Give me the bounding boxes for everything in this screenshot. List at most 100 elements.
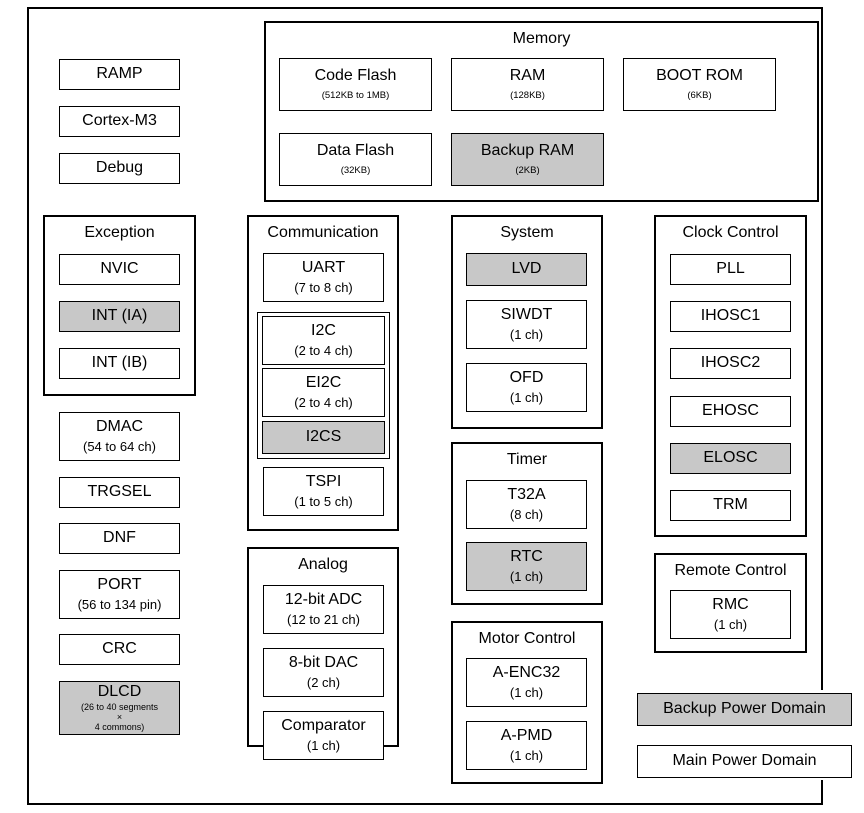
legend-backup-power-domain: Backup Power Domain [637, 693, 852, 726]
data-flash-block: Data Flash (32KB) [279, 133, 432, 186]
adc-detail: (12 to 21 ch) [287, 612, 360, 628]
boot-rom-size: (6KB) [687, 89, 712, 101]
legend-main-label: Main Power Domain [672, 752, 817, 770]
ehosc-name: EHOSC [702, 402, 759, 420]
legend-backup-label: Backup Power Domain [663, 700, 826, 718]
ofd-name: OFD [509, 368, 544, 386]
rtc-block: RTC (1 ch) [466, 542, 587, 591]
elosc-name: ELOSC [703, 449, 758, 467]
ofd-block: OFD (1 ch) [466, 363, 587, 412]
a-enc32-block: A-ENC32 (1 ch) [466, 658, 587, 707]
comparator-detail: (1 ch) [306, 738, 341, 754]
data-flash-size: (32KB) [340, 164, 371, 176]
rmc-name: RMC [712, 595, 749, 613]
ihosc1-name: IHOSC1 [700, 307, 761, 325]
debug-block: Debug [59, 153, 180, 184]
rmc-detail: (1 ch) [713, 617, 748, 633]
boot-rom-name: BOOT ROM [656, 67, 743, 85]
t32a-name: T32A [507, 485, 546, 503]
a-pmd-detail: (1 ch) [509, 748, 544, 764]
i2c-detail: (2 to 4 ch) [294, 343, 353, 359]
t32a-block: T32A (8 ch) [466, 480, 587, 529]
ihosc2-block: IHOSC2 [670, 348, 791, 379]
port-block: PORT (56 to 134 pin) [59, 570, 180, 619]
ramp-block: RAMP [59, 59, 180, 90]
a-pmd-name: A-PMD [500, 726, 553, 744]
dlcd-detail-1: (26 to 40 segments [80, 702, 159, 713]
rmc-block: RMC (1 ch) [670, 590, 791, 639]
dac-detail: (2 ch) [306, 675, 341, 691]
trgsel-name: TRGSEL [87, 483, 152, 501]
backup-ram-name: Backup RAM [480, 142, 575, 160]
dac-block: 8-bit DAC (2 ch) [263, 648, 384, 697]
int-ib-name: INT (IB) [91, 354, 148, 372]
t32a-detail: (8 ch) [509, 507, 544, 523]
trgsel-block: TRGSEL [59, 477, 180, 508]
code-flash-block: Code Flash (512KB to 1MB) [279, 58, 432, 111]
nvic-name: NVIC [100, 260, 139, 278]
ram-size: (128KB) [510, 89, 545, 101]
tspi-detail: (1 to 5 ch) [294, 494, 353, 510]
code-flash-size: (512KB to 1MB) [321, 89, 390, 101]
data-flash-name: Data Flash [316, 142, 395, 160]
nvic-block: NVIC [59, 254, 180, 285]
ram-block: RAM (128KB) [451, 58, 604, 111]
pll-name: PLL [716, 260, 745, 278]
rtc-detail: (1 ch) [509, 569, 544, 585]
clock-control-title: Clock Control [682, 224, 779, 241]
remote-control-title: Remote Control [674, 562, 787, 579]
uart-block: UART (7 to 8 ch) [263, 253, 384, 302]
i2c-name: I2C [311, 321, 336, 339]
comparator-block: Comparator (1 ch) [263, 711, 384, 760]
dmac-detail: (54 to 64 ch) [83, 439, 156, 455]
ram-name: RAM [509, 67, 546, 85]
communication-title: Communication [267, 224, 379, 241]
memory-title: Memory [512, 30, 571, 47]
dac-name: 8-bit DAC [288, 653, 359, 671]
int-ia-name: INT (IA) [91, 307, 148, 325]
ihosc2-name: IHOSC2 [700, 354, 761, 372]
ihosc1-block: IHOSC1 [670, 301, 791, 332]
dmac-block: DMAC (54 to 64 ch) [59, 412, 180, 461]
uart-detail: (7 to 8 ch) [294, 280, 353, 296]
ei2c-detail: (2 to 4 ch) [294, 395, 353, 411]
a-enc32-name: A-ENC32 [492, 663, 561, 681]
backup-ram-block: Backup RAM (2KB) [451, 133, 604, 186]
port-detail: (56 to 134 pin) [77, 597, 162, 613]
siwdt-detail: (1 ch) [509, 327, 544, 343]
comparator-name: Comparator [281, 716, 366, 734]
legend-main-power-domain: Main Power Domain [637, 745, 852, 778]
ehosc-block: EHOSC [670, 396, 791, 427]
system-title: System [500, 224, 554, 241]
i2c-block: I2C (2 to 4 ch) [262, 316, 385, 365]
dlcd-block: DLCD (26 to 40 segments × 4 commons) [59, 681, 180, 735]
cortex-m3-name: Cortex-M3 [82, 112, 157, 130]
siwdt-block: SIWDT (1 ch) [466, 300, 587, 349]
ramp-name: RAMP [96, 65, 143, 83]
boot-rom-block: BOOT ROM (6KB) [623, 58, 776, 111]
exception-title: Exception [84, 224, 155, 241]
motor-control-title: Motor Control [478, 630, 576, 647]
a-enc32-detail: (1 ch) [509, 685, 544, 701]
dmac-name: DMAC [95, 417, 144, 435]
dnf-name: DNF [103, 529, 136, 547]
lvd-block: LVD [466, 253, 587, 286]
pll-block: PLL [670, 254, 791, 285]
port-name: PORT [97, 575, 142, 593]
elosc-block: ELOSC [670, 443, 791, 474]
ofd-detail: (1 ch) [509, 390, 544, 406]
uart-name: UART [301, 258, 346, 276]
dlcd-name: DLCD [97, 682, 142, 700]
analog-title: Analog [298, 556, 348, 573]
backup-ram-size: (2KB) [515, 164, 540, 176]
trm-block: TRM [670, 490, 791, 521]
i2cs-block: I2CS [262, 421, 385, 454]
crc-name: CRC [102, 640, 137, 658]
trm-name: TRM [713, 496, 748, 514]
ei2c-name: EI2C [305, 373, 342, 391]
cortex-m3-block: Cortex-M3 [59, 106, 180, 137]
code-flash-name: Code Flash [314, 67, 397, 85]
dlcd-detail-2: × [116, 712, 123, 723]
dlcd-detail-3: 4 commons) [94, 722, 145, 733]
siwdt-name: SIWDT [500, 305, 553, 323]
